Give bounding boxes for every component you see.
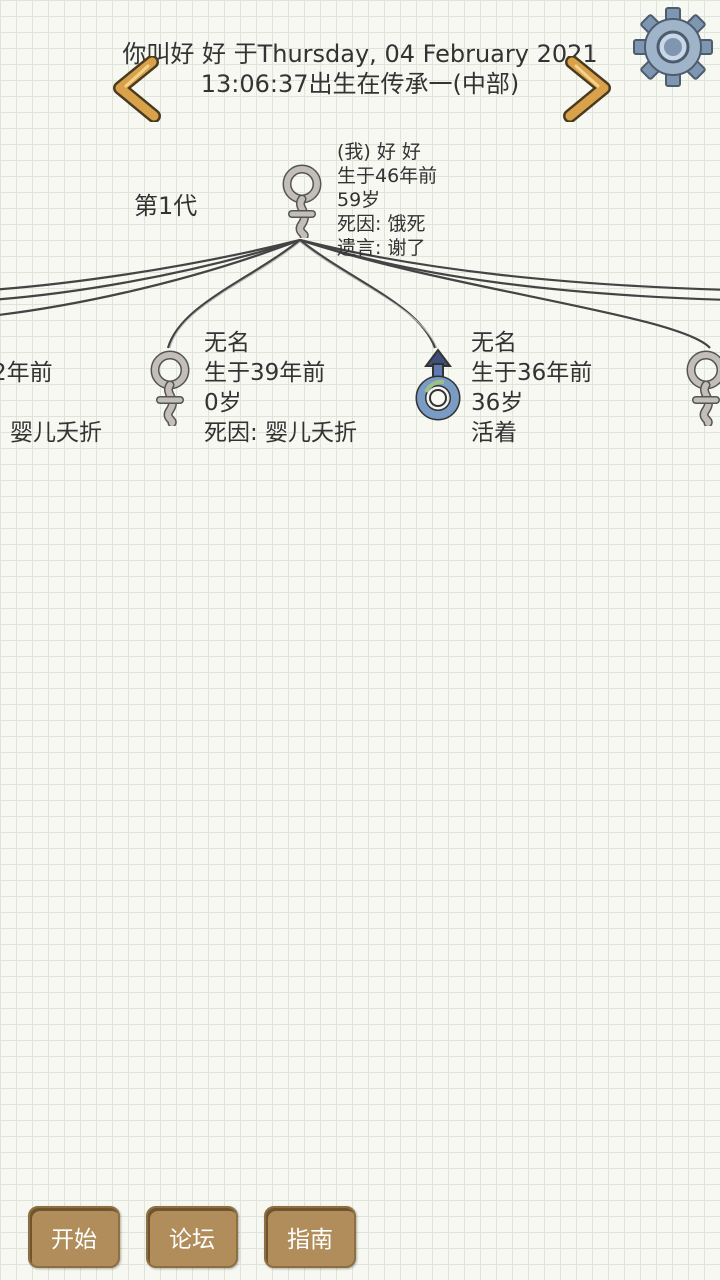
family-tree-lines bbox=[0, 238, 720, 349]
root-death-cause: 死因: 饿死 bbox=[337, 213, 426, 235]
root-person-node[interactable] bbox=[280, 164, 324, 241]
child-0-info: 2年前 婴儿夭折 bbox=[0, 358, 102, 448]
child-2-status: 活着 bbox=[471, 420, 517, 446]
chevron-right-icon bbox=[563, 55, 611, 123]
root-name: (我) 好 好 bbox=[337, 141, 421, 163]
female-symbol-icon bbox=[282, 164, 322, 241]
male-symbol-icon bbox=[415, 348, 461, 421]
child-2-born: 生于36年前 bbox=[471, 360, 593, 386]
child-0-death: 婴儿夭折 bbox=[10, 420, 102, 446]
child-0-born: 2年前 bbox=[0, 360, 53, 386]
root-person-info: (我) 好 好 生于46年前 59岁 死因: 饿死 遗言: 谢了 bbox=[337, 140, 437, 260]
root-last-words: 遗言: 谢了 bbox=[337, 237, 426, 259]
child-2-info: 无名 生于36年前 36岁 活着 bbox=[471, 328, 592, 448]
child-1-node[interactable] bbox=[148, 350, 192, 428]
root-born: 生于46年前 bbox=[337, 165, 438, 187]
child-3-node[interactable] bbox=[684, 350, 720, 426]
generation-label: 第1代 bbox=[134, 192, 198, 220]
header-birth-info: 你叫好 好 于Thursday, 04 February 2021 bbox=[122, 40, 598, 68]
child-1-info: 无名 生于39年前 0岁 死因: 婴儿夭折 bbox=[204, 328, 357, 448]
header-birth-location: 13:06:37出生在传承一(中部) bbox=[200, 70, 520, 98]
chevron-left-icon bbox=[113, 55, 161, 123]
child-1-born: 生于39年前 bbox=[204, 360, 326, 386]
settings-button[interactable] bbox=[632, 6, 714, 88]
next-button[interactable] bbox=[560, 55, 616, 123]
child-2-age: 36岁 bbox=[471, 390, 524, 416]
female-symbol-icon bbox=[686, 350, 720, 426]
female-symbol-icon bbox=[150, 350, 190, 428]
child-1-age: 0岁 bbox=[204, 390, 242, 416]
child-2-name: 无名 bbox=[471, 330, 517, 356]
gear-icon bbox=[633, 7, 713, 87]
forum-button[interactable]: 论坛 bbox=[146, 1206, 238, 1268]
guide-button[interactable]: 指南 bbox=[264, 1206, 356, 1268]
root-age: 59岁 bbox=[337, 189, 381, 211]
child-2-node[interactable] bbox=[414, 346, 462, 422]
child-1-death: 死因: 婴儿夭折 bbox=[204, 420, 358, 446]
prev-button[interactable] bbox=[108, 55, 164, 123]
start-button[interactable]: 开始 bbox=[28, 1206, 120, 1268]
child-1-name: 无名 bbox=[204, 330, 250, 356]
